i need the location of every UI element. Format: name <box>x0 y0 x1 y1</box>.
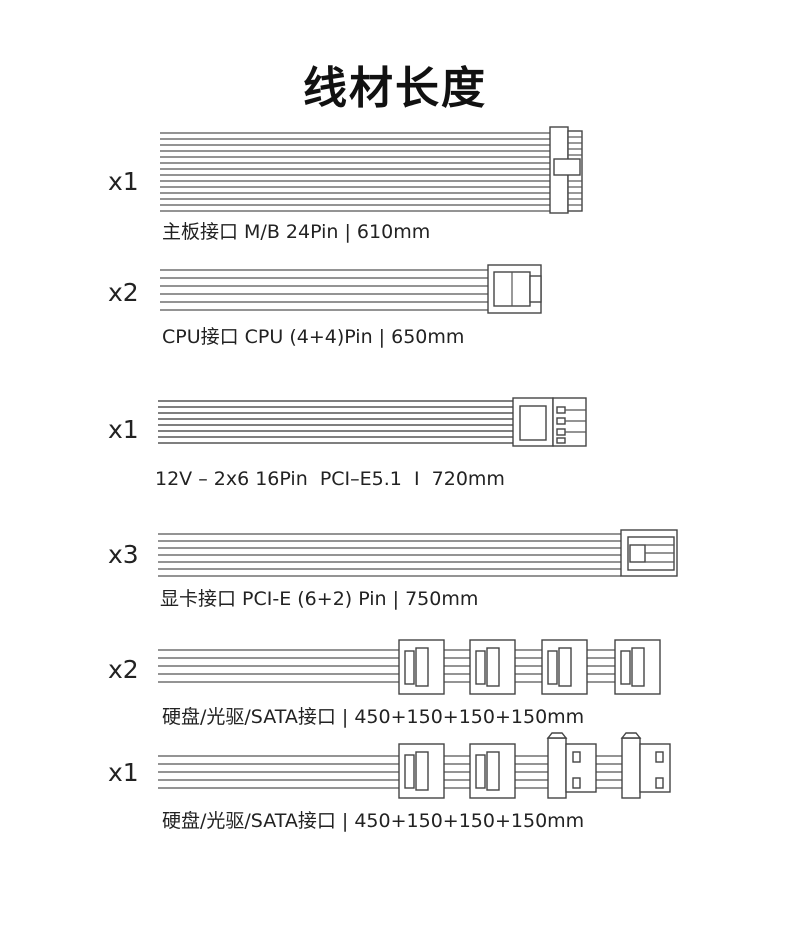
pcie-cable-diagram <box>158 529 678 577</box>
qty-mb24: x1 <box>108 167 139 196</box>
qty-sata-b: x1 <box>108 758 139 787</box>
sata-a-cable-diagram <box>158 639 661 695</box>
12v2x6-cable-diagram <box>158 397 587 447</box>
sata-b-connector-1 <box>398 743 445 799</box>
mb24-wires <box>160 132 550 212</box>
12v2x6-connector <box>512 397 587 447</box>
12v2x6-wires <box>158 400 513 444</box>
mb24-cable-diagram <box>160 126 583 214</box>
caption-12v2x6: 12V – 2x6 16Pin PCI–E5.1 I 720mm <box>155 468 505 490</box>
sata-a-connector-3 <box>541 639 588 695</box>
pcie-wires <box>158 533 621 577</box>
sata-a-connector-4 <box>614 639 661 695</box>
mb24-connector <box>549 126 583 214</box>
caption-sata-b: 硬盘/光驱/SATA接口 | 450+150+150+150mm <box>162 810 585 832</box>
qty-sata-a: x2 <box>108 655 139 684</box>
qty-12v2x6: x1 <box>108 415 139 444</box>
caption-sata-a: 硬盘/光驱/SATA接口 | 450+150+150+150mm <box>162 706 585 728</box>
sata-a-connector-1 <box>398 639 445 695</box>
qty-cpu: x2 <box>108 278 139 307</box>
cpu-connector <box>487 264 542 314</box>
sata-b-cable-diagram <box>158 732 671 799</box>
molex-connector-2 <box>620 732 671 799</box>
caption-cpu: CPU接口 CPU (4+4)Pin | 650mm <box>162 326 465 348</box>
pcie-connector <box>620 529 678 577</box>
page-title: 线材长度 <box>303 63 487 114</box>
sata-b-connector-2 <box>469 743 516 799</box>
qty-pcie: x3 <box>108 540 139 569</box>
cpu-cable-diagram <box>160 264 542 314</box>
caption-mb24: 主板接口 M/B 24Pin | 610mm <box>162 221 431 243</box>
cpu-wires <box>160 269 488 311</box>
caption-pcie: 显卡接口 PCI-E (6+2) Pin | 750mm <box>160 588 479 610</box>
molex-connector-1 <box>546 732 597 799</box>
sata-a-connector-2 <box>469 639 516 695</box>
